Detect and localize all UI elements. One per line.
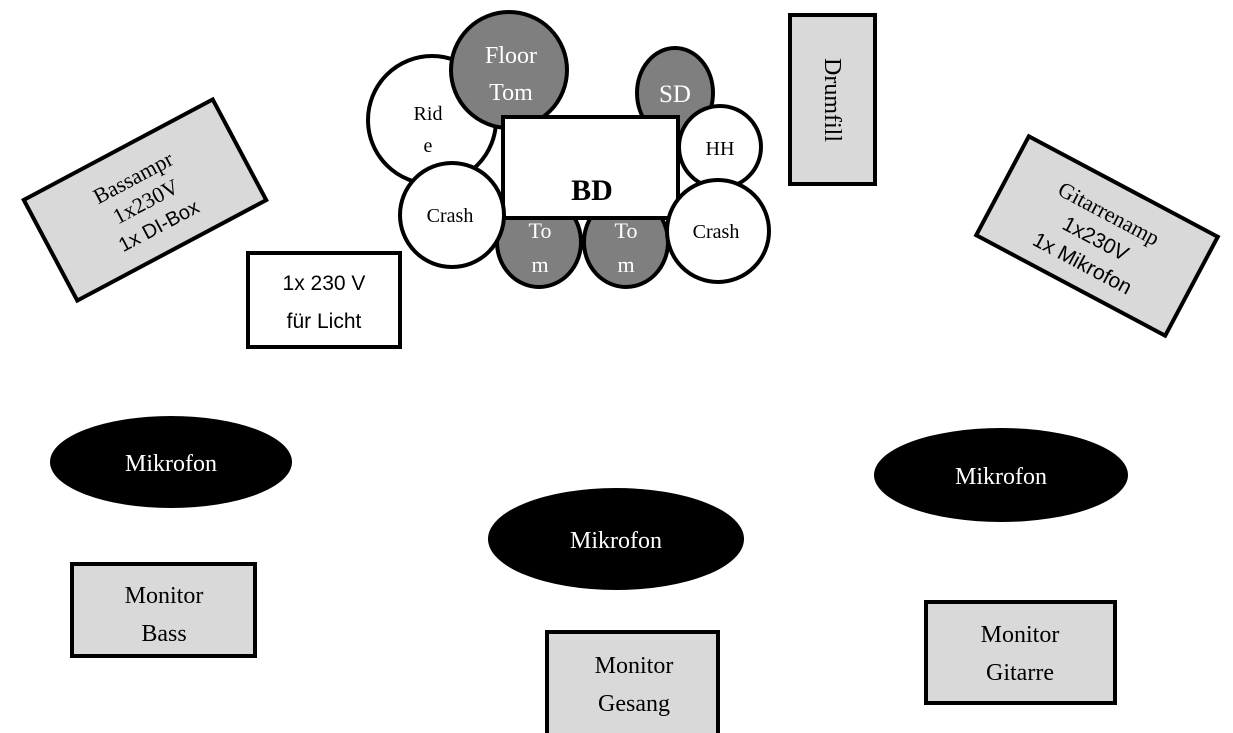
mic-center: Mikrofon (488, 488, 744, 590)
hihat-label: HH (706, 138, 735, 160)
guitar-amp-box (973, 133, 1221, 339)
monitor-vocals-line2: Gesang (598, 691, 670, 717)
floor-tom-label-2: Tom (489, 80, 533, 106)
floor-tom-circle (449, 10, 569, 130)
crash-left-label: Crash (427, 205, 474, 227)
guitar-amp: Gitarrenamp 1x230V 1x Mikrofon (973, 133, 1221, 339)
mic-left: Mikrofon (50, 416, 292, 508)
crash-right-circle (665, 178, 771, 284)
monitor-vocals-box (545, 630, 720, 733)
monitor-bass: Monitor Bass (70, 562, 257, 658)
monitor-guitar: Monitor Gitarre (924, 600, 1117, 705)
mic-right: Mikrofon (874, 428, 1128, 522)
monitor-guitar-line1: Monitor (981, 622, 1060, 648)
mic-right-shape (874, 428, 1128, 522)
tom-right-label-1: To (615, 218, 638, 243)
tom-left-label-1: To (529, 218, 552, 243)
drumfill-label: Drumfill (819, 58, 845, 142)
monitor-vocals-line1: Monitor (595, 653, 674, 679)
mic-left-label: Mikrofon (125, 451, 217, 477)
tom-right-label-2: m (617, 252, 634, 277)
crash-left-circle (398, 161, 506, 269)
snare-label: SD (659, 81, 691, 108)
power-light-box (246, 251, 402, 349)
drumfill-box (788, 13, 877, 186)
monitor-guitar-line2: Gitarre (986, 660, 1054, 686)
mic-right-label: Mikrofon (955, 464, 1047, 490)
floor-tom: Floor Tom (449, 10, 569, 130)
drum-kit: Rid e Floor Tom SD To m To m BD (366, 10, 771, 289)
monitor-bass-line1: Monitor (125, 583, 204, 609)
monitor-bass-line2: Bass (141, 621, 186, 647)
bass-amp-box (21, 96, 269, 304)
power-light: 1x 230 V für Licht (246, 251, 402, 349)
crash-right-label: Crash (693, 221, 740, 243)
monitor-bass-box (70, 562, 257, 658)
mic-left-shape (50, 416, 292, 508)
drumfill: Drumfill (788, 13, 877, 186)
bass-amp: Bassampr 1x230V 1x DI-Box (21, 96, 269, 304)
floor-tom-label-1: Floor (485, 43, 537, 69)
bass-drum: BD (501, 115, 680, 220)
ride-label-2: e (424, 135, 433, 157)
power-light-line1: 1x 230 V (283, 272, 366, 295)
monitor-vocals: Monitor Gesang (545, 630, 720, 733)
ride-label-1: Rid (414, 103, 443, 125)
tom-left-label-2: m (531, 252, 548, 277)
power-light-line2: für Licht (287, 310, 362, 333)
monitor-guitar-box (924, 600, 1117, 705)
mic-center-shape (488, 488, 744, 590)
crash-left: Crash (398, 161, 506, 269)
hihat: HH (677, 104, 763, 190)
mic-center-label: Mikrofon (570, 528, 662, 554)
bass-drum-box (501, 115, 680, 220)
bass-drum-label: BD (571, 174, 613, 207)
crash-right: Crash (665, 178, 771, 284)
